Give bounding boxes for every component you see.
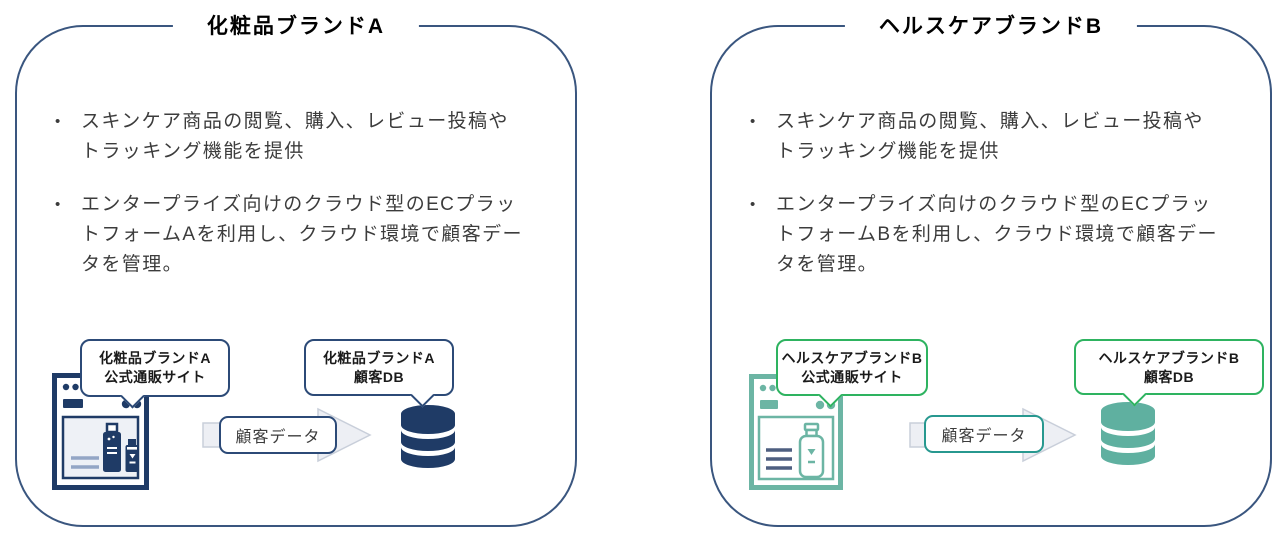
bullet-icon: •	[750, 196, 756, 213]
site-callout: 化粧品ブランドA 公式通販サイト	[80, 339, 230, 409]
bullet-text: スキンケア商品の閲覧、購入、レビュー投稿やトラッキング機能を提供	[81, 111, 509, 162]
database-cylinder-icon	[1098, 401, 1158, 467]
list-item: • エンタープライズ向けのクラウド型のECプラットフォームAを利用し、クラウド環…	[55, 190, 527, 280]
bullet-list: • スキンケア商品の閲覧、購入、レビュー投稿やトラッキング機能を提供 • エンタ…	[750, 107, 1222, 303]
arrow-label: 顧客データ	[924, 415, 1044, 453]
bullet-text: エンタープライズ向けのクラウド型のECプラットフォームBを利用し、クラウド環境で…	[776, 194, 1218, 275]
site-callout-line2: 公式通販サイト	[801, 369, 903, 385]
panel-cosmetics-brand-a: 化粧品ブランドA • スキンケア商品の閲覧、購入、レビュー投稿やトラッキング機能…	[15, 10, 577, 527]
db-callout-line2: 顧客DB	[353, 369, 405, 385]
database-cylinder-icon	[398, 404, 458, 470]
list-item: • エンタープライズ向けのクラウド型のECプラットフォームBを利用し、クラウド環…	[750, 190, 1222, 280]
bullet-icon: •	[55, 196, 61, 213]
bullet-text: スキンケア商品の閲覧、購入、レビュー投稿やトラッキング機能を提供	[776, 111, 1204, 162]
arrow-label-text: 顧客データ	[941, 428, 1027, 445]
panel-title: ヘルスケアブランドB	[844, 10, 1138, 44]
arrow-label: 顧客データ	[219, 416, 337, 454]
site-callout: ヘルスケアブランドB 公式通販サイト	[776, 339, 928, 408]
site-callout-line2: 公式通販サイト	[104, 369, 206, 385]
db-callout-line2: 顧客DB	[1143, 369, 1195, 385]
bullet-text: エンタープライズ向けのクラウド型のECプラットフォームAを利用し、クラウド環境で…	[81, 194, 523, 275]
bullet-icon: •	[750, 113, 756, 130]
db-callout-line1: ヘルスケアブランドB	[1098, 350, 1240, 366]
bullet-icon: •	[55, 113, 61, 130]
panel-title: 化粧品ブランドA	[172, 10, 420, 44]
bullet-list: • スキンケア商品の閲覧、購入、レビュー投稿やトラッキング機能を提供 • エンタ…	[55, 107, 527, 303]
list-item: • スキンケア商品の閲覧、購入、レビュー投稿やトラッキング機能を提供	[750, 107, 1222, 167]
db-callout-line1: 化粧品ブランドA	[322, 350, 436, 366]
db-callout: ヘルスケアブランドB 顧客DB	[1074, 339, 1264, 407]
site-callout-line1: 化粧品ブランドA	[98, 350, 212, 366]
panel-healthcare-brand-b: ヘルスケアブランドB • スキンケア商品の閲覧、購入、レビュー投稿やトラッキング…	[710, 10, 1272, 527]
arrow-label-text: 顧客データ	[235, 429, 321, 446]
list-item: • スキンケア商品の閲覧、購入、レビュー投稿やトラッキング機能を提供	[55, 107, 527, 167]
site-callout-line1: ヘルスケアブランドB	[781, 350, 923, 366]
db-callout: 化粧品ブランドA 顧客DB	[304, 339, 454, 408]
